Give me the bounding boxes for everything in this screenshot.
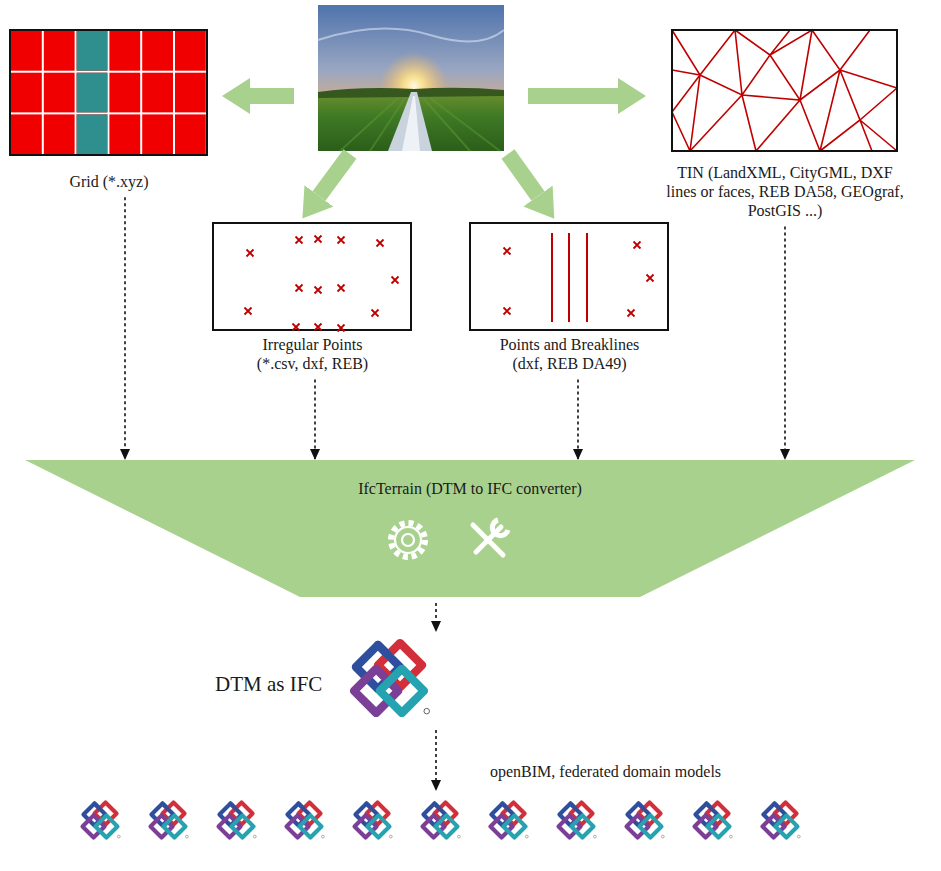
- node-label: IfcTerrain (DTM to IFC converter): [270, 479, 670, 498]
- ifc-logo: [354, 643, 429, 714]
- point-mark: [634, 242, 641, 249]
- converter-trapezoid: IfcTerrain (DTM to IFC converter): [25, 460, 915, 597]
- ifc-logo: [763, 803, 801, 838]
- photo-stream-light: [402, 96, 420, 151]
- point-mark: [504, 248, 511, 255]
- wrench-jaw: [492, 520, 508, 536]
- ifc-logo: [559, 803, 597, 838]
- ifc-output: DTM as IFC: [205, 632, 450, 727]
- node-label: DTM as IFC: [215, 672, 345, 697]
- node-label: Grid (*.xyz): [14, 172, 204, 191]
- node-label: Points and Breaklines (dxf, REB DA49): [485, 335, 655, 373]
- ifc-logo: [287, 803, 325, 838]
- dotted-connector: [784, 227, 786, 459]
- grid-picture: [10, 30, 207, 155]
- dotted-connector: [124, 197, 126, 459]
- gear-icon: [391, 523, 425, 557]
- field-photo: [318, 5, 504, 151]
- ifc-logo: [83, 803, 121, 838]
- point-mark: [315, 324, 322, 331]
- gear-hub: [402, 534, 414, 546]
- gear-teeth: [391, 523, 425, 557]
- breakline: [552, 233, 587, 322]
- point-mark: [296, 237, 303, 244]
- screwdriver: [473, 525, 503, 555]
- ifc-logo: [627, 803, 665, 838]
- tools-icon: [473, 520, 508, 555]
- grid-frame: [10, 30, 207, 155]
- point-mark: [338, 325, 345, 332]
- grid-cell-teal: [77, 31, 108, 71]
- tin-source: TIN (LandXML, CityGML, DXF lines or face…: [660, 30, 910, 221]
- ifc-logo: [423, 803, 461, 838]
- dotted-arrow: [435, 730, 437, 790]
- photo-sky: [318, 5, 504, 151]
- point-mark: [293, 324, 300, 331]
- point-mark: [296, 285, 303, 292]
- grid-cell-teal: [77, 114, 108, 154]
- trapezoid-shape: [25, 460, 915, 597]
- tin-ground: [672, 30, 897, 151]
- source-arrow: [319, 154, 350, 196]
- source-arrow: [508, 154, 538, 196]
- gear-rim: [395, 527, 421, 553]
- point-mark: [315, 236, 322, 243]
- point-mark: [504, 308, 511, 315]
- photo-cloud: [318, 29, 504, 42]
- point-mark: [245, 308, 252, 315]
- source-arrow: [250, 88, 294, 104]
- tin-picture: [672, 30, 897, 151]
- ifc-logo: [491, 803, 529, 838]
- wrench: [476, 527, 501, 552]
- node-label: TIN (LandXML, CityGML, DXF lines or face…: [663, 163, 907, 221]
- point-mark: [628, 310, 635, 317]
- tin-edges: [672, 30, 897, 151]
- tin-frame: [672, 30, 897, 151]
- point-mark: [392, 277, 399, 284]
- grid-cell-teal: [77, 73, 108, 113]
- point-mark: [377, 240, 384, 247]
- point-mark: [338, 285, 345, 292]
- source-arrow: [528, 88, 618, 104]
- points-frame: [213, 223, 411, 330]
- grid-ground: [10, 30, 207, 155]
- point-mark: [247, 250, 254, 257]
- ifc-logo: [219, 803, 257, 838]
- points-source: Irregular Points (*.csv, dxf, REB): [213, 223, 412, 373]
- photo-furrows: [340, 98, 500, 151]
- dotted-connector: [577, 379, 579, 459]
- point-mark: [647, 275, 654, 282]
- dotted-connector: [314, 379, 316, 459]
- output-caption: openBIM, federated domain models: [490, 762, 721, 781]
- point-mark: [338, 237, 345, 244]
- grid-source: Grid (*.xyz): [10, 30, 208, 191]
- ifc-logo: [151, 803, 189, 838]
- breaklines-source: Points and Breaklines (dxf, REB DA49): [470, 223, 669, 373]
- ifc-logo: [695, 803, 733, 838]
- node-label: Irregular Points (*.csv, dxf, REB): [243, 335, 383, 373]
- point-mark: [315, 287, 322, 294]
- ifc-logo: [355, 803, 393, 838]
- point-mark: [372, 310, 379, 317]
- points-picture: [213, 223, 411, 332]
- breaklines-frame: [470, 223, 668, 330]
- dotted-connector: [435, 603, 437, 631]
- grid-cells: [10, 30, 207, 155]
- photo-field: [318, 92, 504, 151]
- breaklines-picture: [470, 223, 668, 330]
